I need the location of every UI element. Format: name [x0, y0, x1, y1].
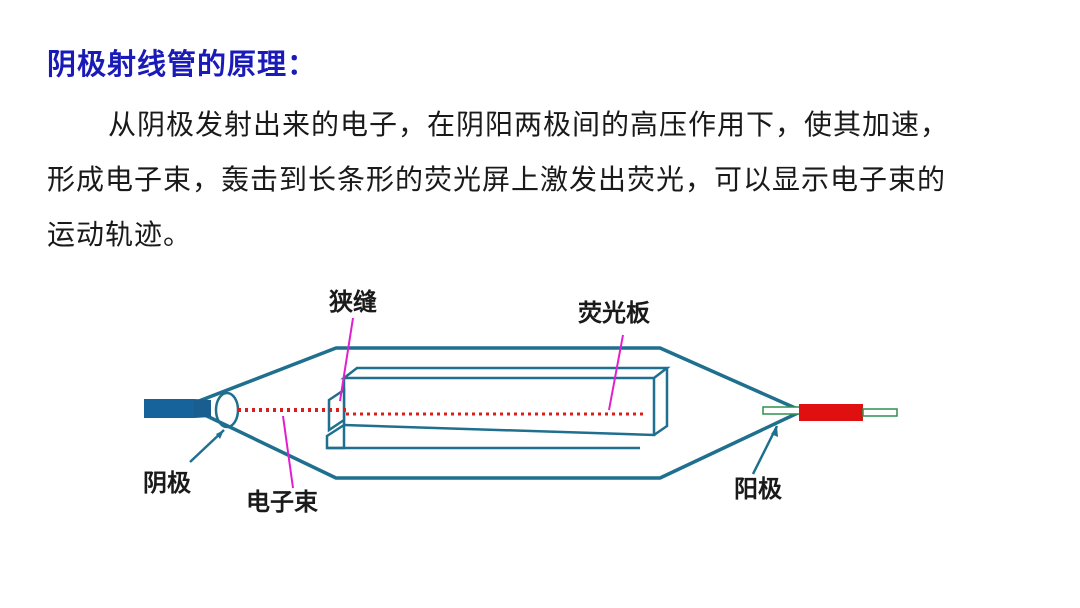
fluorescent-plate-pointer	[608, 334, 624, 411]
anode-block	[799, 404, 863, 421]
anode-rod-right	[862, 408, 898, 417]
fluorescent-plate-front	[343, 378, 656, 437]
heading: 阴极射线管的原理：	[47, 47, 318, 81]
slit-label: 狭缝	[328, 288, 377, 316]
paragraph-line-2: 形成电子束，轰击到长条形的荧光屏上激发出荧光，可以显示电子束的	[47, 163, 947, 196]
cathode-block	[144, 399, 194, 418]
paragraph-line-3: 运动轨迹。	[47, 218, 193, 251]
cathode-tip	[194, 399, 211, 418]
anode-label: 阳极	[734, 475, 782, 503]
fluorescent-plate-top	[340, 366, 671, 380]
anode-rod-left	[762, 406, 802, 415]
slit-pointer	[339, 317, 354, 402]
electron-beam-label: 电子束	[246, 488, 319, 516]
paragraph-line-1: 从阴极发射出来的电子，在阴阳两极间的高压作用下，使其加速，	[108, 108, 950, 141]
electron-beam-pointer	[282, 415, 294, 489]
fluorescent-plate-side	[653, 368, 669, 437]
cathode-aperture	[214, 391, 240, 429]
fluorescent-plate-label: 荧光板	[578, 299, 651, 327]
anode-arrow-head	[771, 426, 778, 437]
cathode-label: 阴极	[143, 469, 191, 497]
cathode-arrow-head	[216, 430, 224, 439]
